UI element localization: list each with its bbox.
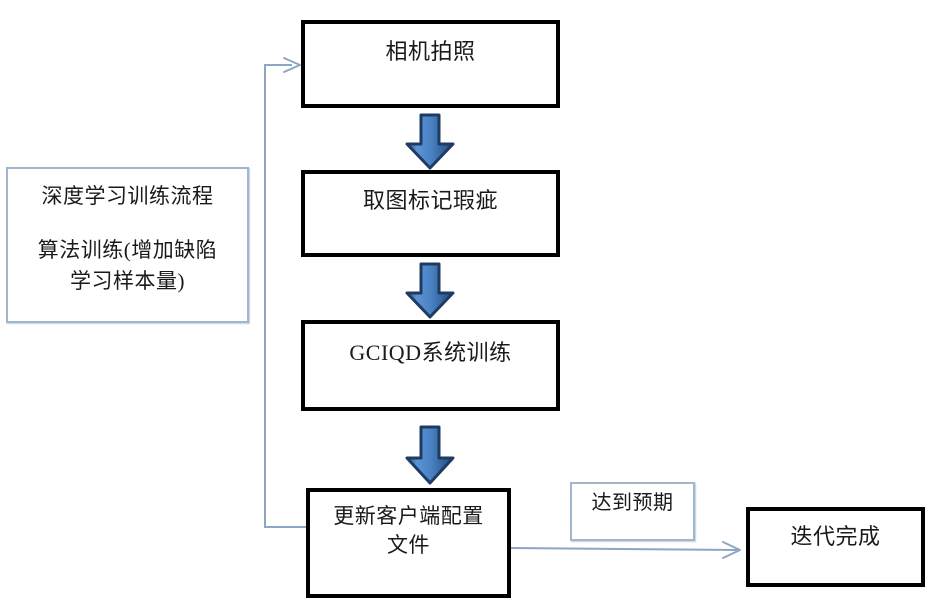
node-mark-defects-label: 取图标记瑕疵 — [362, 188, 498, 213]
node-meets-expectation-label: 达到预期 — [591, 492, 674, 514]
node-gciqd-training-label: GCIQD系统训练 — [349, 340, 512, 365]
legend-line-3: 学习样本量) — [70, 269, 185, 293]
node-update-client-config-label-line1: 更新客户端配置 — [333, 504, 484, 528]
node-update-client-config-label-line2: 文件 — [387, 533, 430, 557]
legend-box-training-flow[interactable]: 深度学习训练流程 算法训练(增加缺陷 学习样本量) — [6, 167, 249, 323]
block-arrow-capture-to-mark — [405, 113, 455, 170]
node-camera-capture-label: 相机拍照 — [385, 39, 476, 64]
block-arrow-training-to-config — [405, 425, 455, 485]
legend-line-2: 算法训练(增加缺陷 — [37, 238, 218, 262]
node-gciqd-training[interactable]: GCIQD系统训练 — [301, 320, 560, 411]
block-arrow-mark-to-training — [405, 262, 455, 319]
node-mark-defects[interactable]: 取图标记瑕疵 — [301, 170, 560, 257]
node-camera-capture[interactable]: 相机拍照 — [301, 20, 560, 108]
legend-line-1: 深度学习训练流程 — [41, 184, 214, 208]
node-iteration-complete-label: 迭代完成 — [790, 524, 881, 549]
node-update-client-config[interactable]: 更新客户端配置 文件 — [306, 488, 511, 598]
node-iteration-complete[interactable]: 迭代完成 — [746, 507, 925, 587]
node-meets-expectation[interactable]: 达到预期 — [570, 482, 695, 541]
